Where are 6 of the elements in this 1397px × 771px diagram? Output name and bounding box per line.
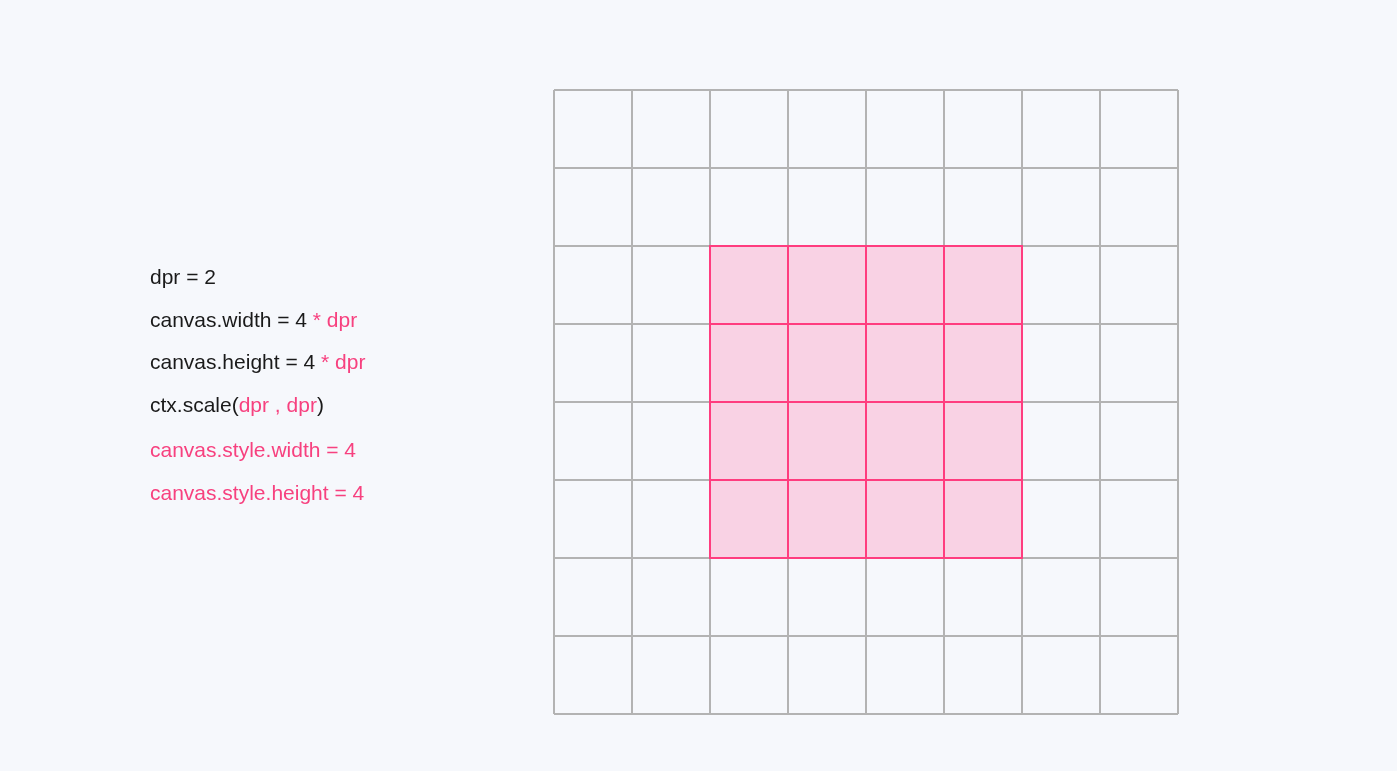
code-line: ctx.scale(dpr , dpr) (150, 392, 324, 418)
code-line: canvas.style.width = 4 (150, 437, 357, 463)
code-line: canvas.height = 4 * dpr (150, 349, 366, 375)
code-line: dpr = 2 (150, 264, 216, 290)
code-line: canvas.width = 4 * dpr (150, 307, 358, 333)
code-line: canvas.style.height = 4 (150, 480, 365, 506)
